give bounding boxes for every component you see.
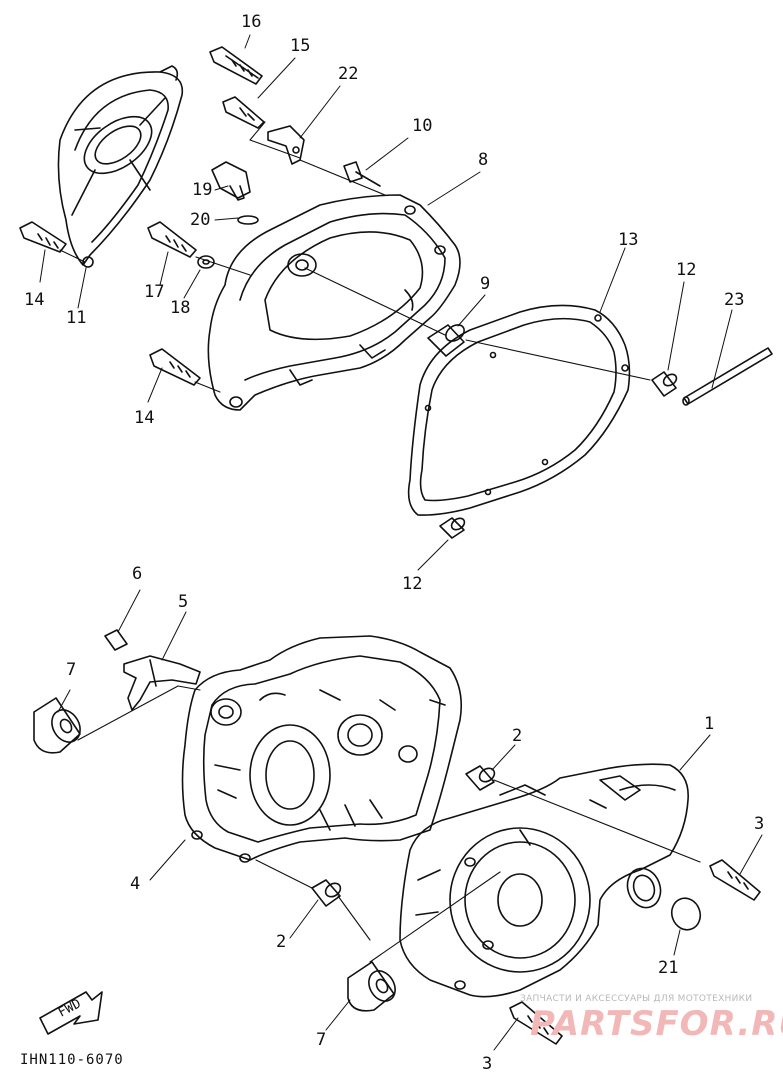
plug-21 <box>670 897 702 931</box>
callout-23: 23 <box>724 290 745 310</box>
bushing-7-left <box>33 697 81 754</box>
callout-6: 6 <box>132 564 143 584</box>
rod-23 <box>682 347 773 406</box>
watermark-tagline: ЗАПЧАСТИ И АКСЕССУАРЫ ДЛЯ МОТОТЕХНИКИ <box>520 994 753 1004</box>
dowel-12-lower <box>439 517 466 539</box>
callout-12-upper: 12 <box>676 260 697 280</box>
o-ring-20 <box>237 215 259 225</box>
plug-19 <box>211 161 251 201</box>
bushing-9 <box>427 324 465 357</box>
callout-3-lower: 3 <box>482 1054 493 1074</box>
watermark-logo: PARTSFOR.RU <box>530 1004 783 1044</box>
bolt-6 <box>104 629 128 651</box>
callout-14-lower: 14 <box>134 408 155 428</box>
callout-21: 21 <box>658 958 679 978</box>
bolt-14-lower <box>149 348 201 386</box>
dowel-12-upper <box>651 371 678 397</box>
callout-18: 18 <box>170 298 191 318</box>
callout-5: 5 <box>178 592 189 612</box>
callout-1: 1 <box>704 714 715 734</box>
callout-4: 4 <box>130 874 141 894</box>
bushing-7-lower <box>347 961 396 1012</box>
callout-3-right: 3 <box>754 814 765 834</box>
bolt-17 <box>147 221 197 258</box>
callout-9: 9 <box>480 274 491 294</box>
callout-13: 13 <box>618 230 639 250</box>
lower-center-lines <box>77 685 701 963</box>
bolt-3-right <box>709 859 761 901</box>
part-1-crankcase-right <box>399 763 689 998</box>
callout-2-lower: 2 <box>276 932 287 952</box>
callout-2-upper: 2 <box>512 726 523 746</box>
bolt-15 <box>222 96 265 129</box>
callout-7-left: 7 <box>66 660 77 680</box>
callout-19: 19 <box>192 180 213 200</box>
callout-12-lower: 12 <box>402 574 423 594</box>
callout-14-upper: 14 <box>24 290 45 310</box>
gasket-13 <box>407 304 631 516</box>
bracket-22 <box>267 125 305 165</box>
callout-7-lower: 7 <box>316 1030 327 1050</box>
callout-10: 10 <box>412 116 433 136</box>
callout-8: 8 <box>478 150 489 170</box>
upper-center-lines <box>59 121 651 393</box>
callout-11: 11 <box>66 308 87 328</box>
part-4-crankcase-left <box>181 635 463 863</box>
callout-16: 16 <box>241 12 262 32</box>
dowel-2-lower <box>311 879 342 907</box>
fwd-arrow <box>39 991 103 1035</box>
callout-15: 15 <box>290 36 311 56</box>
callout-20: 20 <box>190 210 211 230</box>
bolt-14-upper <box>19 221 67 253</box>
part-8-crankcase-cover <box>207 194 461 411</box>
callout-22: 22 <box>338 64 359 84</box>
screw-10 <box>343 161 381 187</box>
diagram-code: IHN110-6070 <box>20 1052 124 1068</box>
bolt-3-lower <box>509 1001 563 1045</box>
bolt-16 <box>209 46 263 85</box>
callout-17: 17 <box>144 282 165 302</box>
dowel-2-upper <box>465 765 496 791</box>
callout-leaders-upper <box>39 34 733 571</box>
part-11-cover <box>57 65 184 268</box>
callout-leaders-lower <box>57 589 763 1051</box>
bracket-5 <box>123 655 201 711</box>
